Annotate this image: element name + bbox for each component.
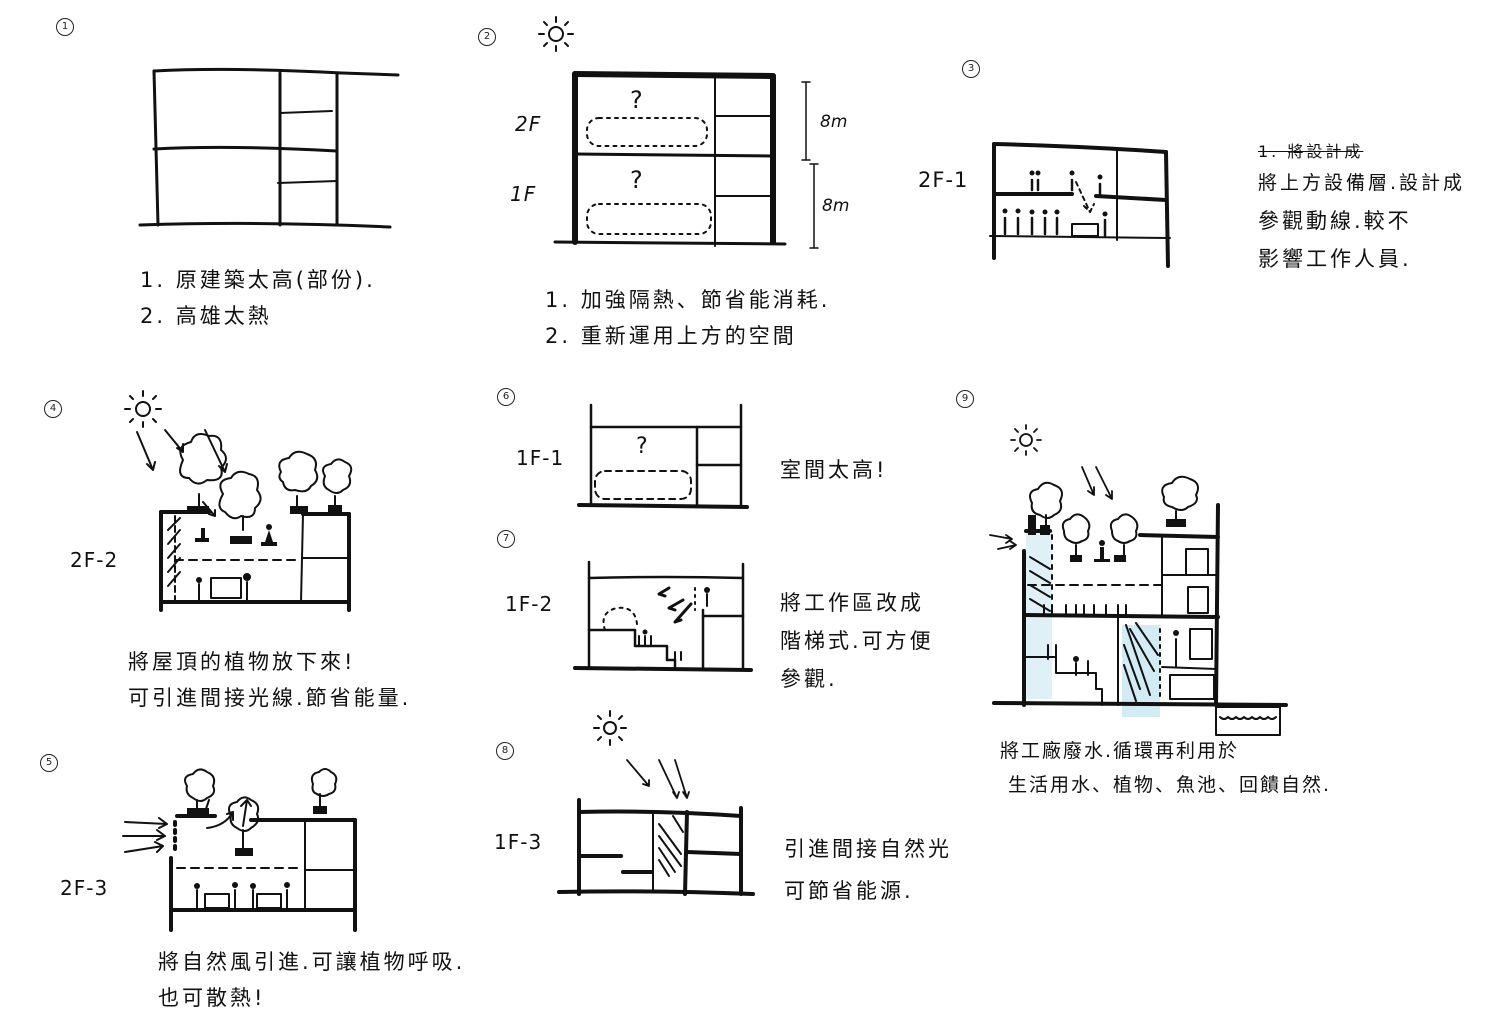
sketch-4-note-2: 可引進間接光線.節省能量. — [128, 686, 412, 710]
floor-label-2f-2: 2F-2 — [70, 548, 119, 572]
sketch-7-note-2: 階梯式.可方便 — [780, 629, 934, 653]
sketch-5-note-1: 將自然風引進.可讓植物呼吸. — [158, 950, 466, 974]
sketch-5-number: 5 — [40, 754, 58, 772]
sketch-9-note-2: 生活用水、植物、魚池、回饋自然. — [1008, 774, 1332, 796]
sketch-4-notes: 將屋頂的植物放下來! 可引進間接光線.節省能量. — [128, 644, 411, 716]
sketch-7-note-1: 將工作區改成 — [780, 591, 924, 615]
sketch-7-building-section — [573, 560, 753, 672]
floor-label-1f-2: 1F-2 — [505, 592, 554, 616]
sketch-2-number: 2 — [478, 28, 496, 46]
dimension-lower: 8m — [822, 196, 850, 216]
sketch-8-notes: 引進間接自然光 可節省能源. — [784, 828, 952, 912]
sketch-2-note-1: 1. 加強隔熱、節省能消耗. — [545, 288, 831, 312]
floor-label-1f-1: 1F-1 — [516, 446, 565, 470]
sun-icon — [1010, 424, 1042, 456]
sketch-3-number: 3 — [962, 60, 980, 78]
dimension-lines — [801, 81, 819, 249]
sketch-3-note-3: 影響工作人員. — [1258, 247, 1412, 271]
sketch-6-number: 6 — [497, 388, 515, 406]
sketch-3-note-2: 參觀動線.較不 — [1258, 209, 1412, 233]
floor-label-2f-1: 2F-1 — [918, 168, 969, 192]
sketch-2-notes: 1. 加強隔熱、節省能消耗. 2. 重新運用上方的空間 — [545, 282, 830, 354]
sketch-1-building-section — [138, 67, 400, 229]
sun-icon — [538, 16, 574, 52]
sketch-8-building-section — [557, 798, 755, 896]
floor-label-1f: 1F — [510, 182, 537, 206]
sketch-7-note-3: 參觀. — [780, 667, 838, 691]
sketch-1-note-1: 1. 原建築太高(部份). — [140, 268, 376, 292]
sketch-8-note-2: 可節省能源. — [784, 879, 914, 903]
sketch-3-struck-note: 1. 將設計成 — [1258, 142, 1364, 161]
sketch-4-number: 4 — [44, 400, 62, 418]
sketch-5-building-section — [122, 768, 357, 932]
sketch-4-building-section — [136, 429, 353, 612]
floor-label-1f-3: 1F-3 — [494, 830, 543, 854]
sketch-3-building-section — [989, 142, 1171, 268]
sketch-4-note-1: 將屋頂的植物放下來! — [128, 650, 356, 674]
sketch-7-notes: 將工作區改成 階梯式.可方便 參觀. — [780, 584, 934, 698]
sketch-8-number: 8 — [496, 742, 514, 760]
sketch-1-notes: 1. 原建築太高(部份). 2. 高雄太熱 — [140, 262, 376, 334]
sunlight-arrows — [626, 759, 690, 799]
question-mark-2f: ? — [630, 86, 644, 114]
sketch-6-building-section — [577, 403, 749, 509]
sketch-9-note-1: 將工廠廢水.循環再利用於 — [1000, 740, 1240, 762]
sketch-6-notes: 室間太高! — [780, 452, 887, 488]
sketch-3-note-1: 將上方設備層.設計成 — [1258, 172, 1466, 194]
sketch-3-notes: 1. 將設計成 將上方設備層.設計成 參觀動線.較不 影響工作人員. — [1258, 140, 1465, 278]
sketch-1-number: 1 — [56, 18, 74, 36]
sketch-9-number: 9 — [956, 390, 974, 408]
sketch-7-number: 7 — [497, 530, 515, 548]
sketch-2-building-section — [553, 71, 787, 247]
sketch-8-note-1: 引進間接自然光 — [784, 837, 952, 861]
sun-icon — [593, 710, 627, 746]
floor-label-2f-3: 2F-3 — [60, 876, 109, 900]
question-mark-1f-1: ? — [636, 434, 649, 459]
sketch-1-note-2: 2. 高雄太熱 — [140, 304, 272, 328]
sketch-9-notes: 將工廠廢水.循環再利用於 生活用水、植物、魚池、回饋自然. — [1000, 734, 1331, 802]
floor-label-2f: 2F — [515, 112, 542, 136]
sketch-5-note-2: 也可散熱! — [158, 986, 266, 1010]
question-mark-1f: ? — [630, 166, 644, 194]
sketch-5-notes: 將自然風引進.可讓植物呼吸. 也可散熱! — [158, 944, 465, 1016]
sun-icon — [124, 390, 162, 428]
sketch-9-building-section — [989, 466, 1288, 736]
sketch-2-note-2: 2. 重新運用上方的空間 — [545, 324, 797, 348]
sketch-6-note-1: 室間太高! — [780, 458, 888, 482]
dimension-upper: 8m — [820, 112, 848, 132]
